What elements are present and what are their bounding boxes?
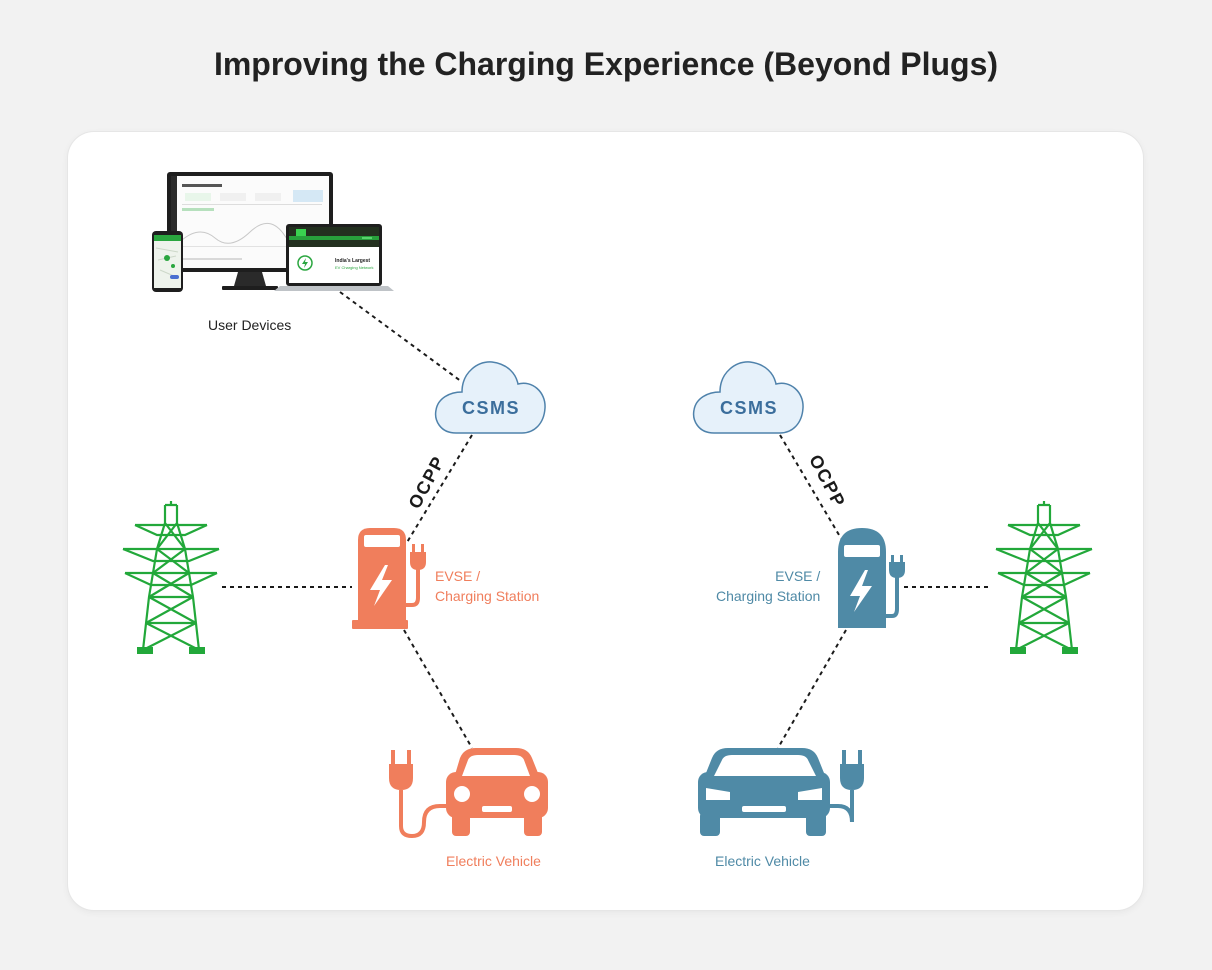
laptop-subline: EV Charging Network	[335, 265, 373, 270]
user-devices-icon: India's Largest EV Charging Network	[152, 172, 394, 292]
ocpp-label-left: OCPP	[404, 452, 448, 512]
csms-label-right: CSMS	[720, 398, 778, 418]
cloud-icon-left	[434, 361, 546, 434]
plug-icon-left	[389, 750, 446, 839]
connector-devices-csms	[339, 291, 463, 383]
evse-label-left-line1: EVSE /	[435, 568, 481, 584]
connector-lines	[222, 291, 992, 749]
cloud-icon-right	[692, 361, 804, 434]
car-icon-right	[698, 748, 830, 836]
car-icon-left	[446, 748, 548, 836]
laptop-headline: India's Largest	[335, 258, 370, 264]
connector-csms-evse-left	[405, 434, 473, 545]
ocpp-label-right: OCPP	[805, 451, 849, 511]
csms-label-left: CSMS	[462, 398, 520, 418]
charging-station-icon-left	[352, 528, 426, 629]
user-devices-label: User Devices	[208, 317, 292, 333]
evse-label-left: EVSE / Charging Station	[435, 566, 539, 606]
transmission-tower-icon-left	[121, 499, 221, 654]
electric-vehicle-label-left: Electric Vehicle	[446, 853, 541, 869]
charging-station-icon-right	[838, 528, 905, 628]
electric-vehicle-label-right: Electric Vehicle	[715, 853, 810, 869]
transmission-tower-icon-right	[994, 499, 1094, 654]
connector-evse-ev-left	[403, 629, 473, 749]
plug-icon-right	[830, 750, 864, 823]
evse-label-right: EVSE / Charging Station	[716, 566, 820, 606]
evse-label-right-line2: Charging Station	[716, 588, 821, 604]
page-title: Improving the Charging Experience (Beyon…	[213, 46, 999, 82]
connector-evse-ev-right	[777, 629, 847, 749]
evse-label-right-line1: EVSE /	[775, 568, 821, 584]
evse-label-left-line2: Charging Station	[435, 588, 540, 604]
